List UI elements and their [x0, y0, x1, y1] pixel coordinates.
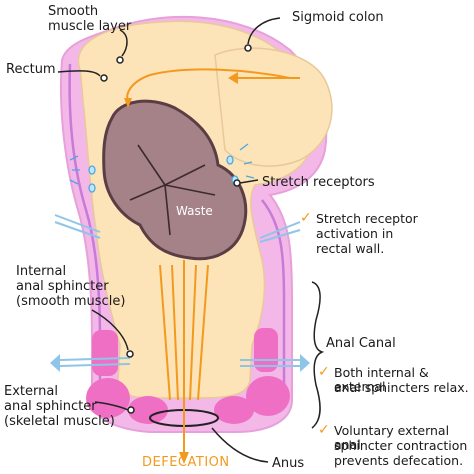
label-stretch-receptors: Stretch receptors — [262, 175, 375, 190]
label-internal-2: anal sphincter — [16, 279, 109, 294]
label-anal-canal: Anal Canal — [326, 336, 396, 351]
leader-lines — [57, 17, 325, 463]
label-smooth-muscle-1: Smooth — [48, 4, 99, 19]
label-external-1: External — [4, 384, 58, 399]
waste-pressure-arrows — [129, 144, 216, 236]
sigmoid-colon — [214, 47, 333, 167]
note-stretch-2: activation in — [316, 226, 394, 241]
check-icon: ✓ — [318, 364, 330, 380]
label-smooth-muscle-2: muscle layer — [48, 19, 132, 34]
external-sphincter-bottom-right — [214, 396, 254, 424]
external-sphincter-bottom-left — [128, 396, 168, 424]
note-stretch-3: rectal wall. — [316, 241, 385, 256]
label-waste: Waste — [176, 204, 213, 218]
note-stretch-1: Stretch receptor — [316, 211, 418, 226]
note-relax-1: Both internal & external — [334, 365, 429, 394]
label-anus: Anus — [272, 456, 305, 471]
check-icon: ✓ — [300, 210, 312, 226]
wall-outline — [68, 63, 102, 398]
label-sigmoid-colon: Sigmoid colon — [292, 10, 384, 25]
label-internal-3: (smooth muscle) — [16, 294, 126, 309]
note-relax-2: anal sphincters relax. — [334, 380, 469, 395]
external-sphincter-right — [246, 376, 290, 416]
label-external-3: (skeletal muscle) — [4, 414, 115, 429]
label-defecation: DEFECATION — [142, 455, 230, 470]
note-voluntary-2: sphincter contraction — [334, 438, 468, 453]
label-external-2: anal sphincter — [4, 399, 97, 414]
check-icon: ✓ — [318, 422, 330, 438]
note-voluntary-3: prevents defecation. — [334, 453, 464, 468]
wall-outline-right — [261, 199, 286, 398]
internal-sphincter-left — [92, 330, 118, 376]
blue-arrows — [50, 214, 310, 372]
flow-arrows — [124, 68, 300, 464]
label-rectum: Rectum — [6, 62, 56, 77]
external-sphincter-left — [86, 378, 130, 418]
label-internal-1: Internal — [16, 264, 67, 279]
note-voluntary-1: Voluntary external anal — [334, 423, 450, 452]
